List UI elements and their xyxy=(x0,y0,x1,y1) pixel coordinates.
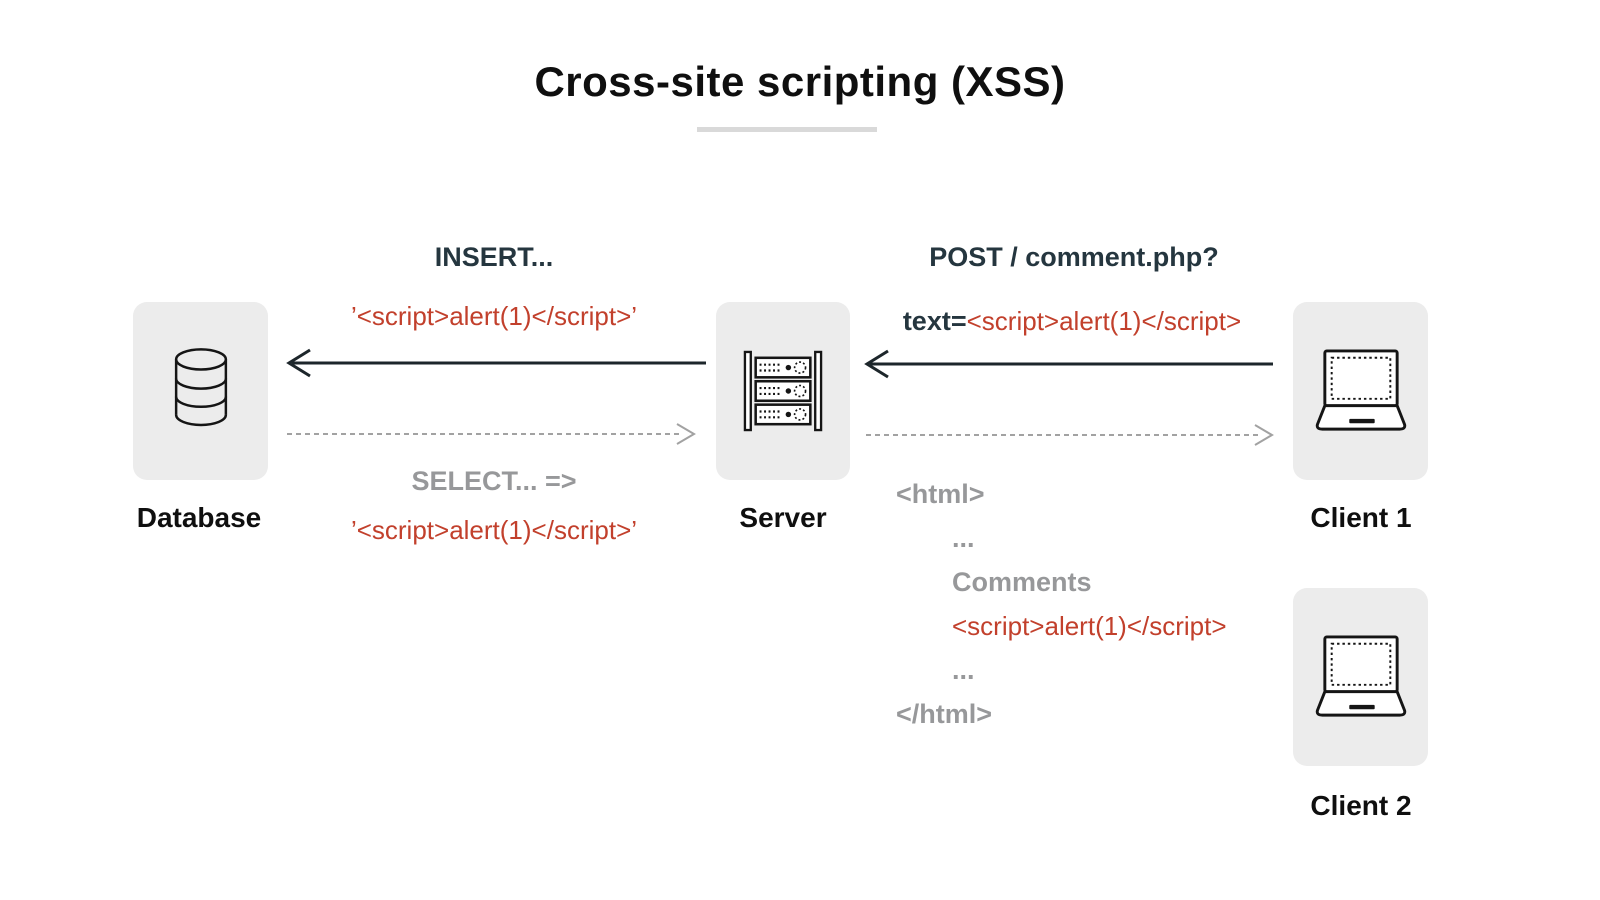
server-label: Server xyxy=(739,502,827,533)
client2-box xyxy=(1293,588,1428,766)
server-box xyxy=(716,302,850,480)
arrow-server-to-client1 xyxy=(866,424,1274,446)
client2-label: Client 2 xyxy=(1310,790,1412,821)
title-underline xyxy=(697,127,877,132)
post-payload-key: text= xyxy=(902,306,967,336)
html-response-block: <html> ... Comments <script>alert(1)</sc… xyxy=(896,472,1326,736)
laptop-icon xyxy=(1315,635,1406,717)
database-box xyxy=(133,302,268,480)
server-rack-icon xyxy=(743,350,823,432)
arrow-database-to-server xyxy=(287,423,696,445)
select-flow-payload: ’<script>alert(1)</script>’ xyxy=(350,515,638,545)
insert-flow-payload: ’<script>alert(1)</script>’ xyxy=(350,301,638,331)
arrow-server-to-database xyxy=(286,348,706,378)
client1-box xyxy=(1293,302,1428,480)
response-line-html-close: </html> xyxy=(896,699,993,729)
page-title: Cross-site scripting (XSS) xyxy=(534,58,1066,105)
database-icon xyxy=(174,348,227,427)
client1-label: Client 1 xyxy=(1310,502,1412,533)
post-payload-value: <script>alert(1)</script> xyxy=(966,306,1242,336)
response-line-ellipsis: ... xyxy=(952,655,975,685)
post-flow-payload: text=<script>alert(1)</script> xyxy=(866,306,1278,337)
response-line-injected-script: <script>alert(1)</script> xyxy=(952,611,1227,641)
laptop-icon xyxy=(1315,349,1406,431)
response-line-html-open: <html> xyxy=(896,479,985,509)
database-label: Database xyxy=(136,502,262,533)
arrow-client1-to-server xyxy=(864,349,1273,379)
response-line-comments: Comments xyxy=(952,567,1092,597)
post-flow-title: POST / comment.php? xyxy=(929,242,1219,272)
select-flow-title: SELECT... => xyxy=(411,466,577,496)
insert-flow-title: INSERT... xyxy=(434,242,554,272)
response-line-ellipsis: ... xyxy=(952,523,975,553)
